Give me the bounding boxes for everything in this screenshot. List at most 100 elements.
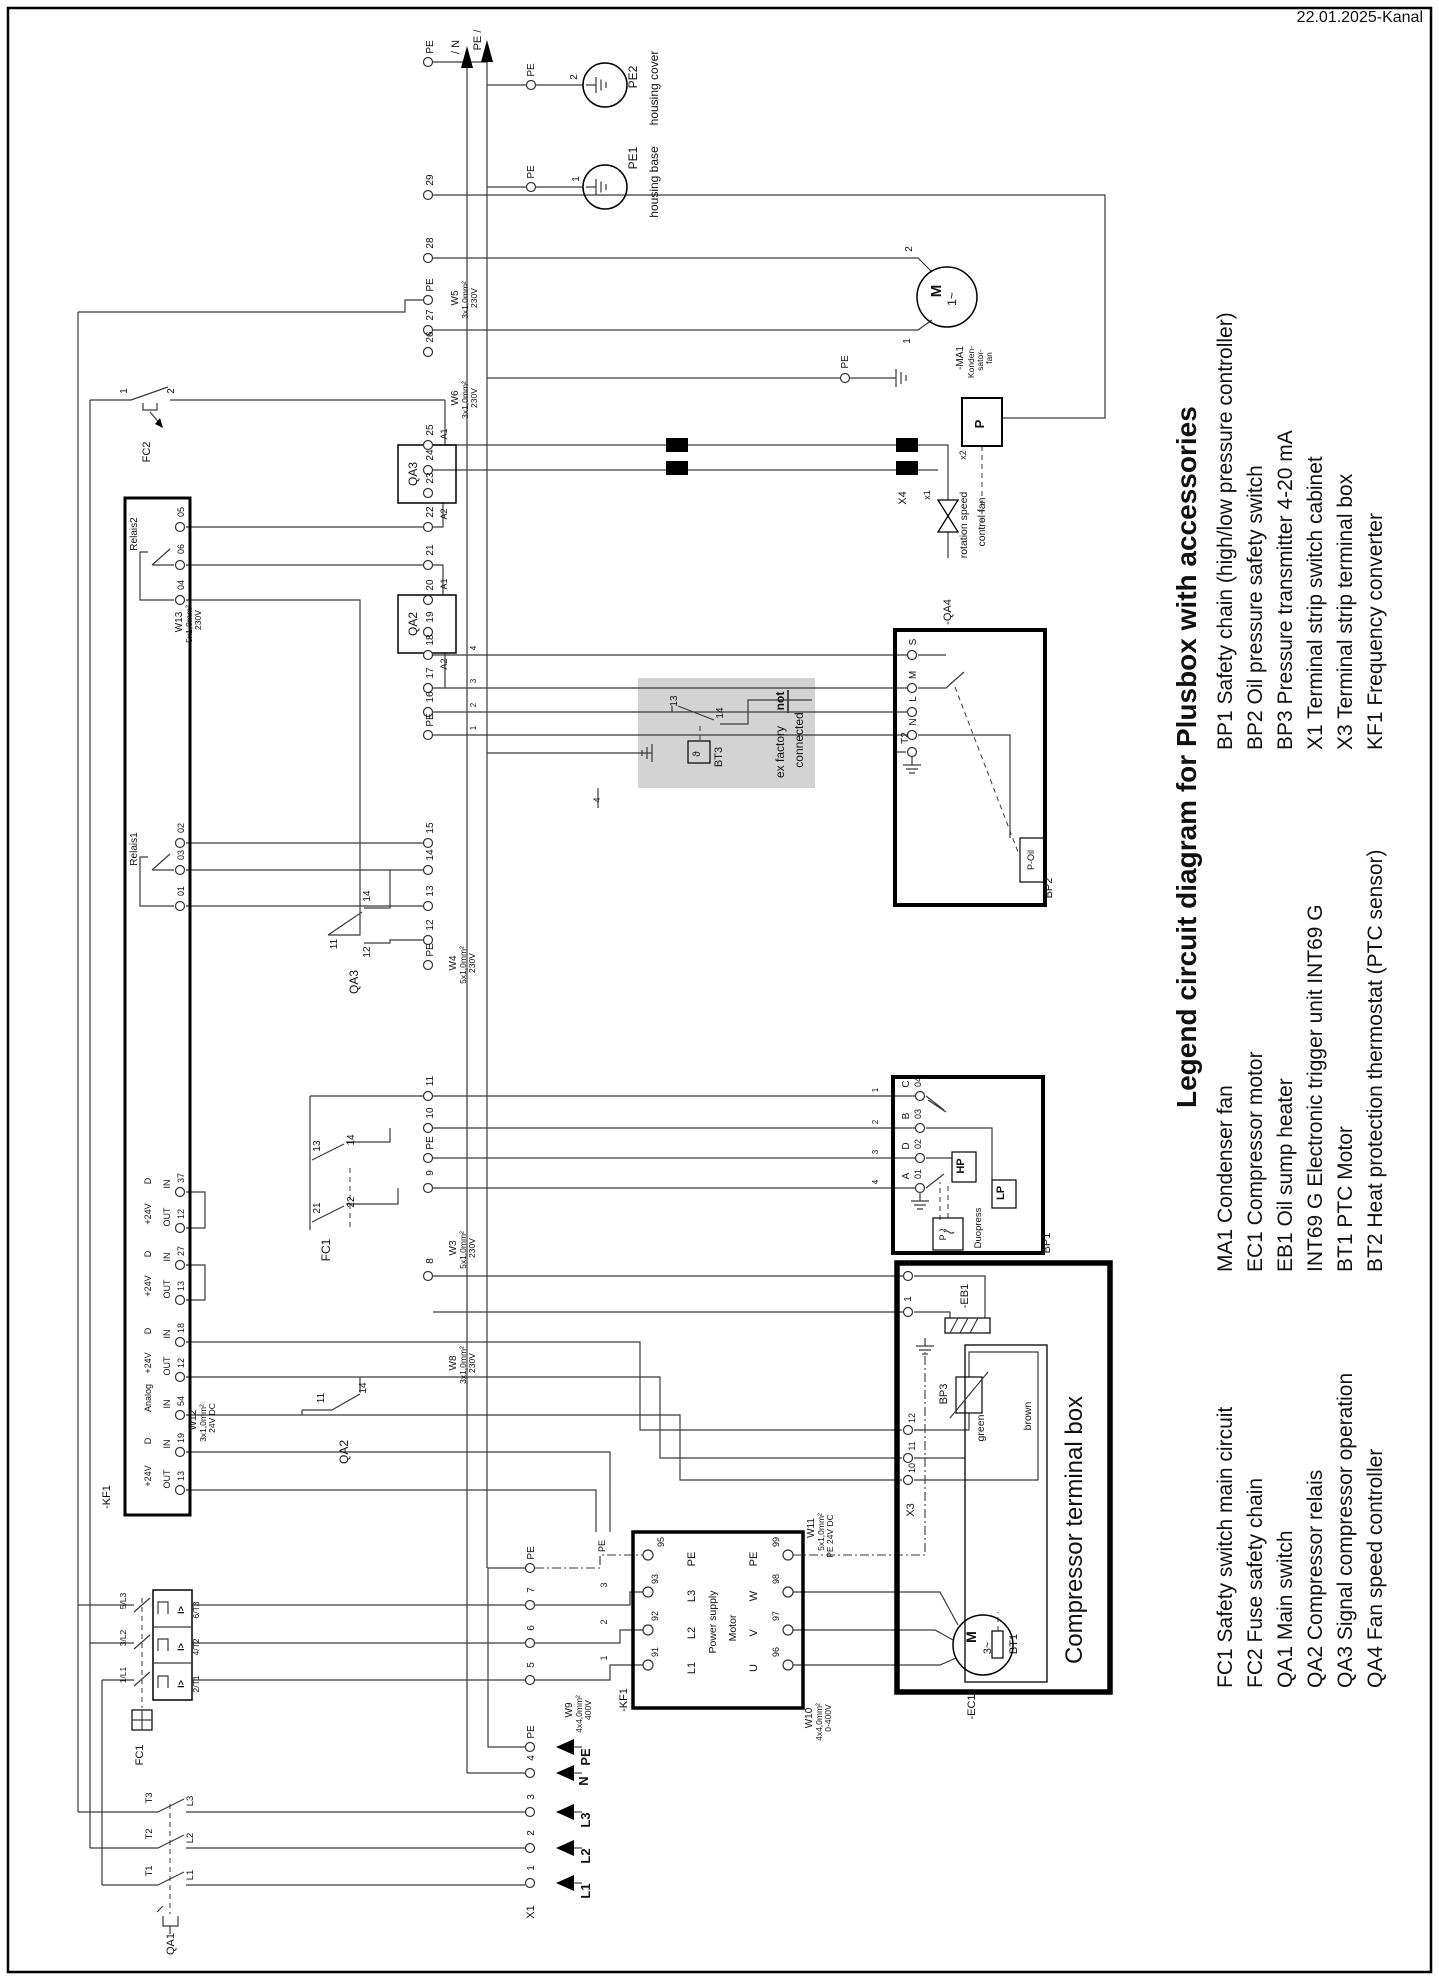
fan-phase: 1~ (945, 292, 959, 306)
bp1-pswitch-box (932, 1217, 964, 1251)
w12-spec: 3x1,0mm² (198, 1404, 208, 1442)
kf1-power-supply: Power supply (707, 1590, 719, 1654)
strip-r1f: D (143, 1177, 153, 1184)
fc1-breaker-box (152, 1589, 193, 1701)
note-line2: not (773, 692, 787, 711)
strip-r5f: D (143, 1327, 153, 1334)
strip-r6d: OUT (162, 1356, 172, 1376)
w6-spec: 3x1,0mm² (460, 381, 470, 419)
fan-m: M (928, 285, 945, 298)
fc1-3l2: 3/L2 (118, 1629, 128, 1646)
bp2-wire2: 2 (469, 702, 478, 707)
w9-spec: 4x4,0mm² (574, 1695, 584, 1733)
fc1-4t2: 4/T2 (191, 1638, 201, 1655)
w6-volt: 230V (469, 388, 479, 408)
kf1-l1: L1 (686, 1662, 698, 1674)
x3-name: X3 (905, 1503, 917, 1516)
w9: W9 (564, 1702, 575, 1717)
w12-volt: 24V DC (207, 1403, 217, 1433)
rail-18: 18 (425, 634, 436, 646)
fc1-aux-name: FC1 (319, 1238, 333, 1261)
bp1-d: D (901, 1142, 912, 1149)
legend-entry-bt2: BT2 Heat protection thermostat (PTC sens… (1364, 850, 1387, 1273)
w10-volt: 0-400V (823, 1704, 833, 1732)
bp3-name: BP3 (938, 1384, 950, 1405)
strip-r4f: +24V (143, 1275, 153, 1296)
bp1-name: BP1 (1041, 1233, 1053, 1254)
fc1-5l3: 5/L3 (118, 1592, 128, 1609)
page-frame (6, 6, 1433, 1974)
w11: W11 (806, 1518, 817, 1538)
x1-pe: PE (526, 1725, 537, 1739)
kf1-wire3: 3 (599, 1582, 609, 1587)
bp2-t2: T2 (900, 732, 911, 744)
bp2-poil-box (1019, 837, 1047, 883)
rail-pe: PE (425, 943, 436, 957)
kf1-99: 99 (771, 1537, 781, 1547)
fan-t2: 2 (904, 246, 915, 252)
legend-entry-ec1: EC1 Compressor motor (1244, 1051, 1267, 1272)
bp3-green: green (975, 1414, 987, 1441)
qa2-aux-name: QA2 (337, 1440, 351, 1464)
w6: W6 (450, 390, 461, 405)
qa1-t1: T1 (144, 1865, 155, 1876)
date-stamp: 22.01.2025-Kanal (1296, 9, 1423, 26)
legend-entry-eb1: EB1 Oil sump heater (1274, 1078, 1297, 1272)
bp1-wire3: 3 (871, 1149, 880, 1154)
x4-name: X4 (897, 491, 909, 504)
wires (77, 60, 1106, 1886)
qa4-desc2: control fan (976, 497, 988, 546)
feeder-arrows (155, 40, 582, 1891)
strip-r8d: IN (162, 1440, 172, 1449)
fc1-name: FC1 (134, 1745, 146, 1766)
qa4-x1: x1 (922, 490, 932, 500)
x1-3: 3 (526, 1794, 537, 1800)
kf1-wire2: 2 (599, 1619, 609, 1624)
w3-volt: 230V (467, 1238, 477, 1258)
bp2-box (893, 628, 1047, 907)
bp1-03: 03 (913, 1109, 923, 1119)
pe2-name: PE2 (626, 65, 640, 88)
w11-volt: PE 24V DC (825, 1514, 835, 1557)
w13-volt: 230V (193, 610, 203, 630)
qa3-coil-a2: A2 (439, 508, 449, 519)
fan-t1: 1 (902, 338, 913, 344)
bp1-a: A (901, 1172, 912, 1179)
bp3-transmitter-box (955, 1376, 983, 1414)
pe2-desc: housing cover (647, 51, 661, 126)
qa4-triac-bottom (936, 514, 960, 533)
bt3-14: 14 (715, 707, 726, 719)
w10: W10 (804, 1707, 815, 1728)
x1-2: 2 (526, 1830, 537, 1836)
bp2-n: N (908, 718, 919, 725)
fc1-i1: I> (176, 1606, 186, 1614)
qa2-aux-14: 14 (358, 1382, 369, 1394)
fan-pe: PE (840, 355, 851, 369)
strip-r1n: 37 (176, 1173, 186, 1183)
fc1-i3: I> (176, 1680, 186, 1688)
rail-25: 25 (425, 424, 436, 436)
rail-14: 14 (425, 849, 436, 861)
bp3-brown: brown (1022, 1402, 1034, 1431)
x1-5: 5 (526, 1662, 537, 1668)
fc1-aux-13: 13 (312, 1140, 323, 1152)
bp2-l: L (908, 696, 919, 702)
w8: W8 (448, 1355, 459, 1370)
rail-24: 24 (425, 449, 436, 461)
qa2-coil-a1: A1 (439, 578, 449, 589)
n-arrow-label: / N (450, 40, 462, 54)
fc1-i2: I> (176, 1643, 186, 1651)
legend-entry-bp1: BP1 Safety chain (high/low pressure cont… (1214, 312, 1237, 750)
bp1-duopress: Duopress (973, 1207, 984, 1248)
w3: W3 (448, 1240, 459, 1255)
bp1-p: P ⌇ (938, 1228, 948, 1241)
legend-entry-qa1: QA1 Main switch (1274, 1530, 1297, 1688)
rail-13: 13 (425, 885, 436, 897)
legend-entry-kf1: KF1 Frequency converter (1364, 513, 1387, 750)
qa4-x2: x2 (958, 450, 968, 460)
pe2-num: 2 (569, 74, 580, 80)
x3-11: 11 (907, 1441, 917, 1450)
strip-r5n: 18 (176, 1323, 186, 1333)
supply-pe: PE (578, 1748, 593, 1766)
